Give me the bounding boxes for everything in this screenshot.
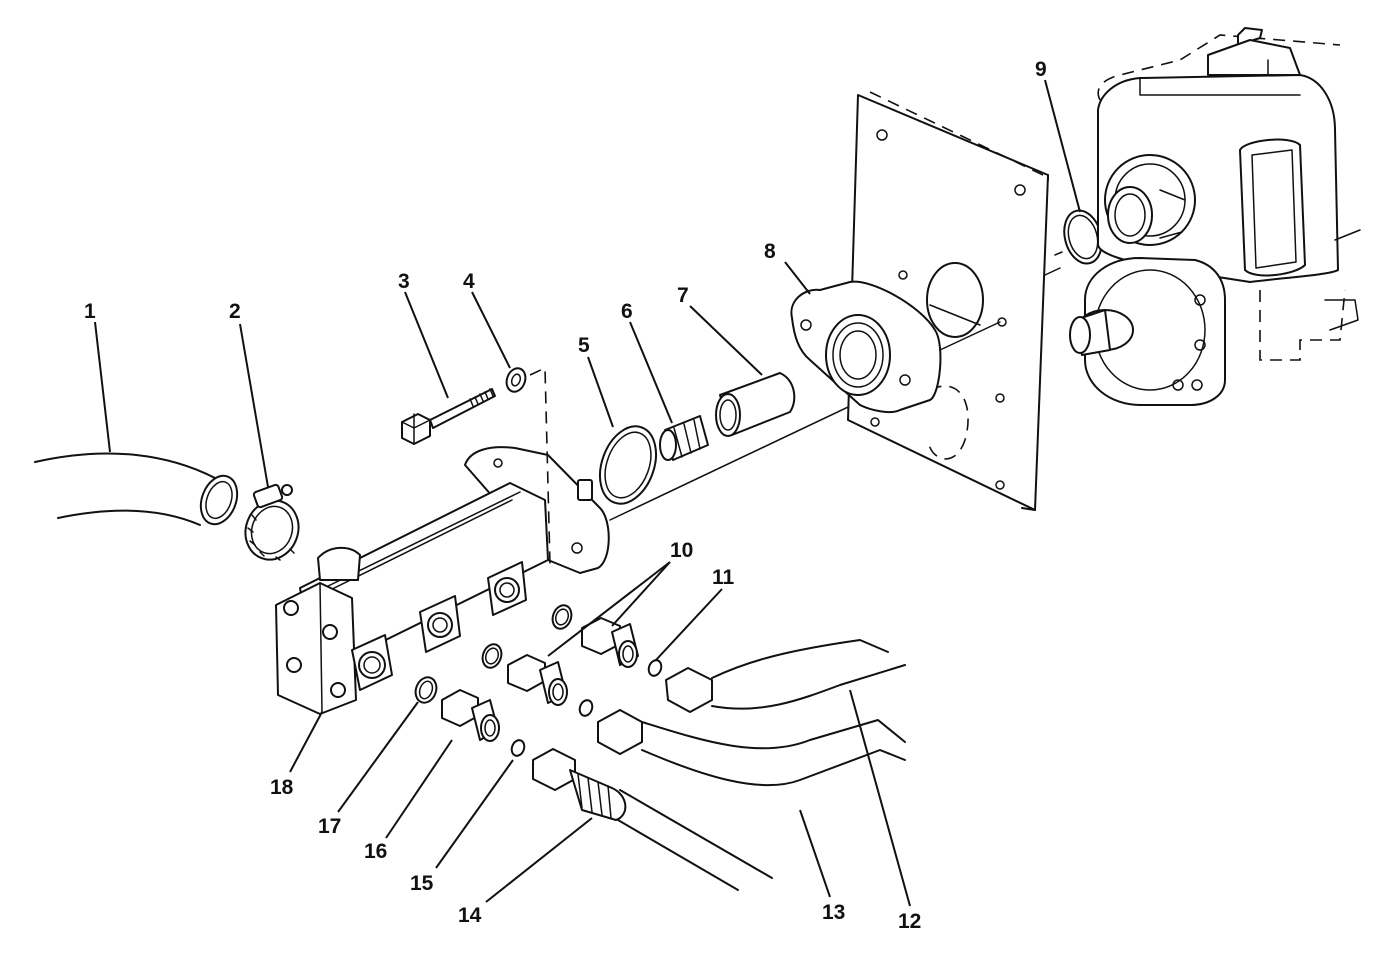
callout-13: 13 [822, 901, 845, 924]
part-3-bolt [401, 388, 496, 445]
alignment-line-bolt [529, 366, 551, 566]
callout-7: 7 [677, 284, 689, 307]
callout-14: 14 [458, 904, 482, 927]
part-10-fitting-lower [507, 654, 568, 706]
part-9-o-ring [1054, 209, 1103, 265]
callout-3: 3 [398, 270, 410, 293]
callout-1: 1 [84, 300, 96, 323]
part-7-bearing-sleeve [715, 372, 796, 437]
part-14-hose-assembly [532, 748, 773, 891]
callout-labels: 1 2 3 4 5 6 7 8 9 10 11 12 13 14 15 16 1… [84, 58, 1047, 933]
callout-10: 10 [670, 539, 693, 562]
callout-8: 8 [764, 240, 776, 263]
part-16-fitting [441, 689, 500, 742]
callout-15: 15 [410, 872, 434, 895]
part-8-flange-adapter [790, 280, 1001, 414]
callout-12: 12 [898, 910, 921, 933]
callout-11: 11 [712, 566, 735, 589]
port-o-rings [414, 604, 663, 757]
part-1-hose [34, 452, 239, 526]
callout-9: 9 [1035, 58, 1047, 81]
part-10-fitting-upper [581, 617, 639, 668]
part-5-o-ring [598, 425, 658, 505]
part-2-hose-clamp [244, 483, 300, 561]
callout-17: 17 [318, 815, 341, 838]
callout-16: 16 [364, 840, 387, 863]
leader-lines [94, 79, 1081, 907]
callout-18: 18 [270, 776, 294, 799]
part-13-tube [597, 709, 906, 787]
transmission-housing [1044, 27, 1361, 406]
part-6-coupler [659, 415, 709, 461]
callout-4: 4 [463, 270, 475, 293]
callout-5: 5 [578, 334, 590, 357]
callout-6: 6 [621, 300, 633, 323]
part-18-pump-body [275, 446, 610, 715]
callout-2: 2 [229, 300, 241, 323]
part-12-tube [665, 639, 906, 713]
part-4-lock-washer [505, 367, 527, 393]
